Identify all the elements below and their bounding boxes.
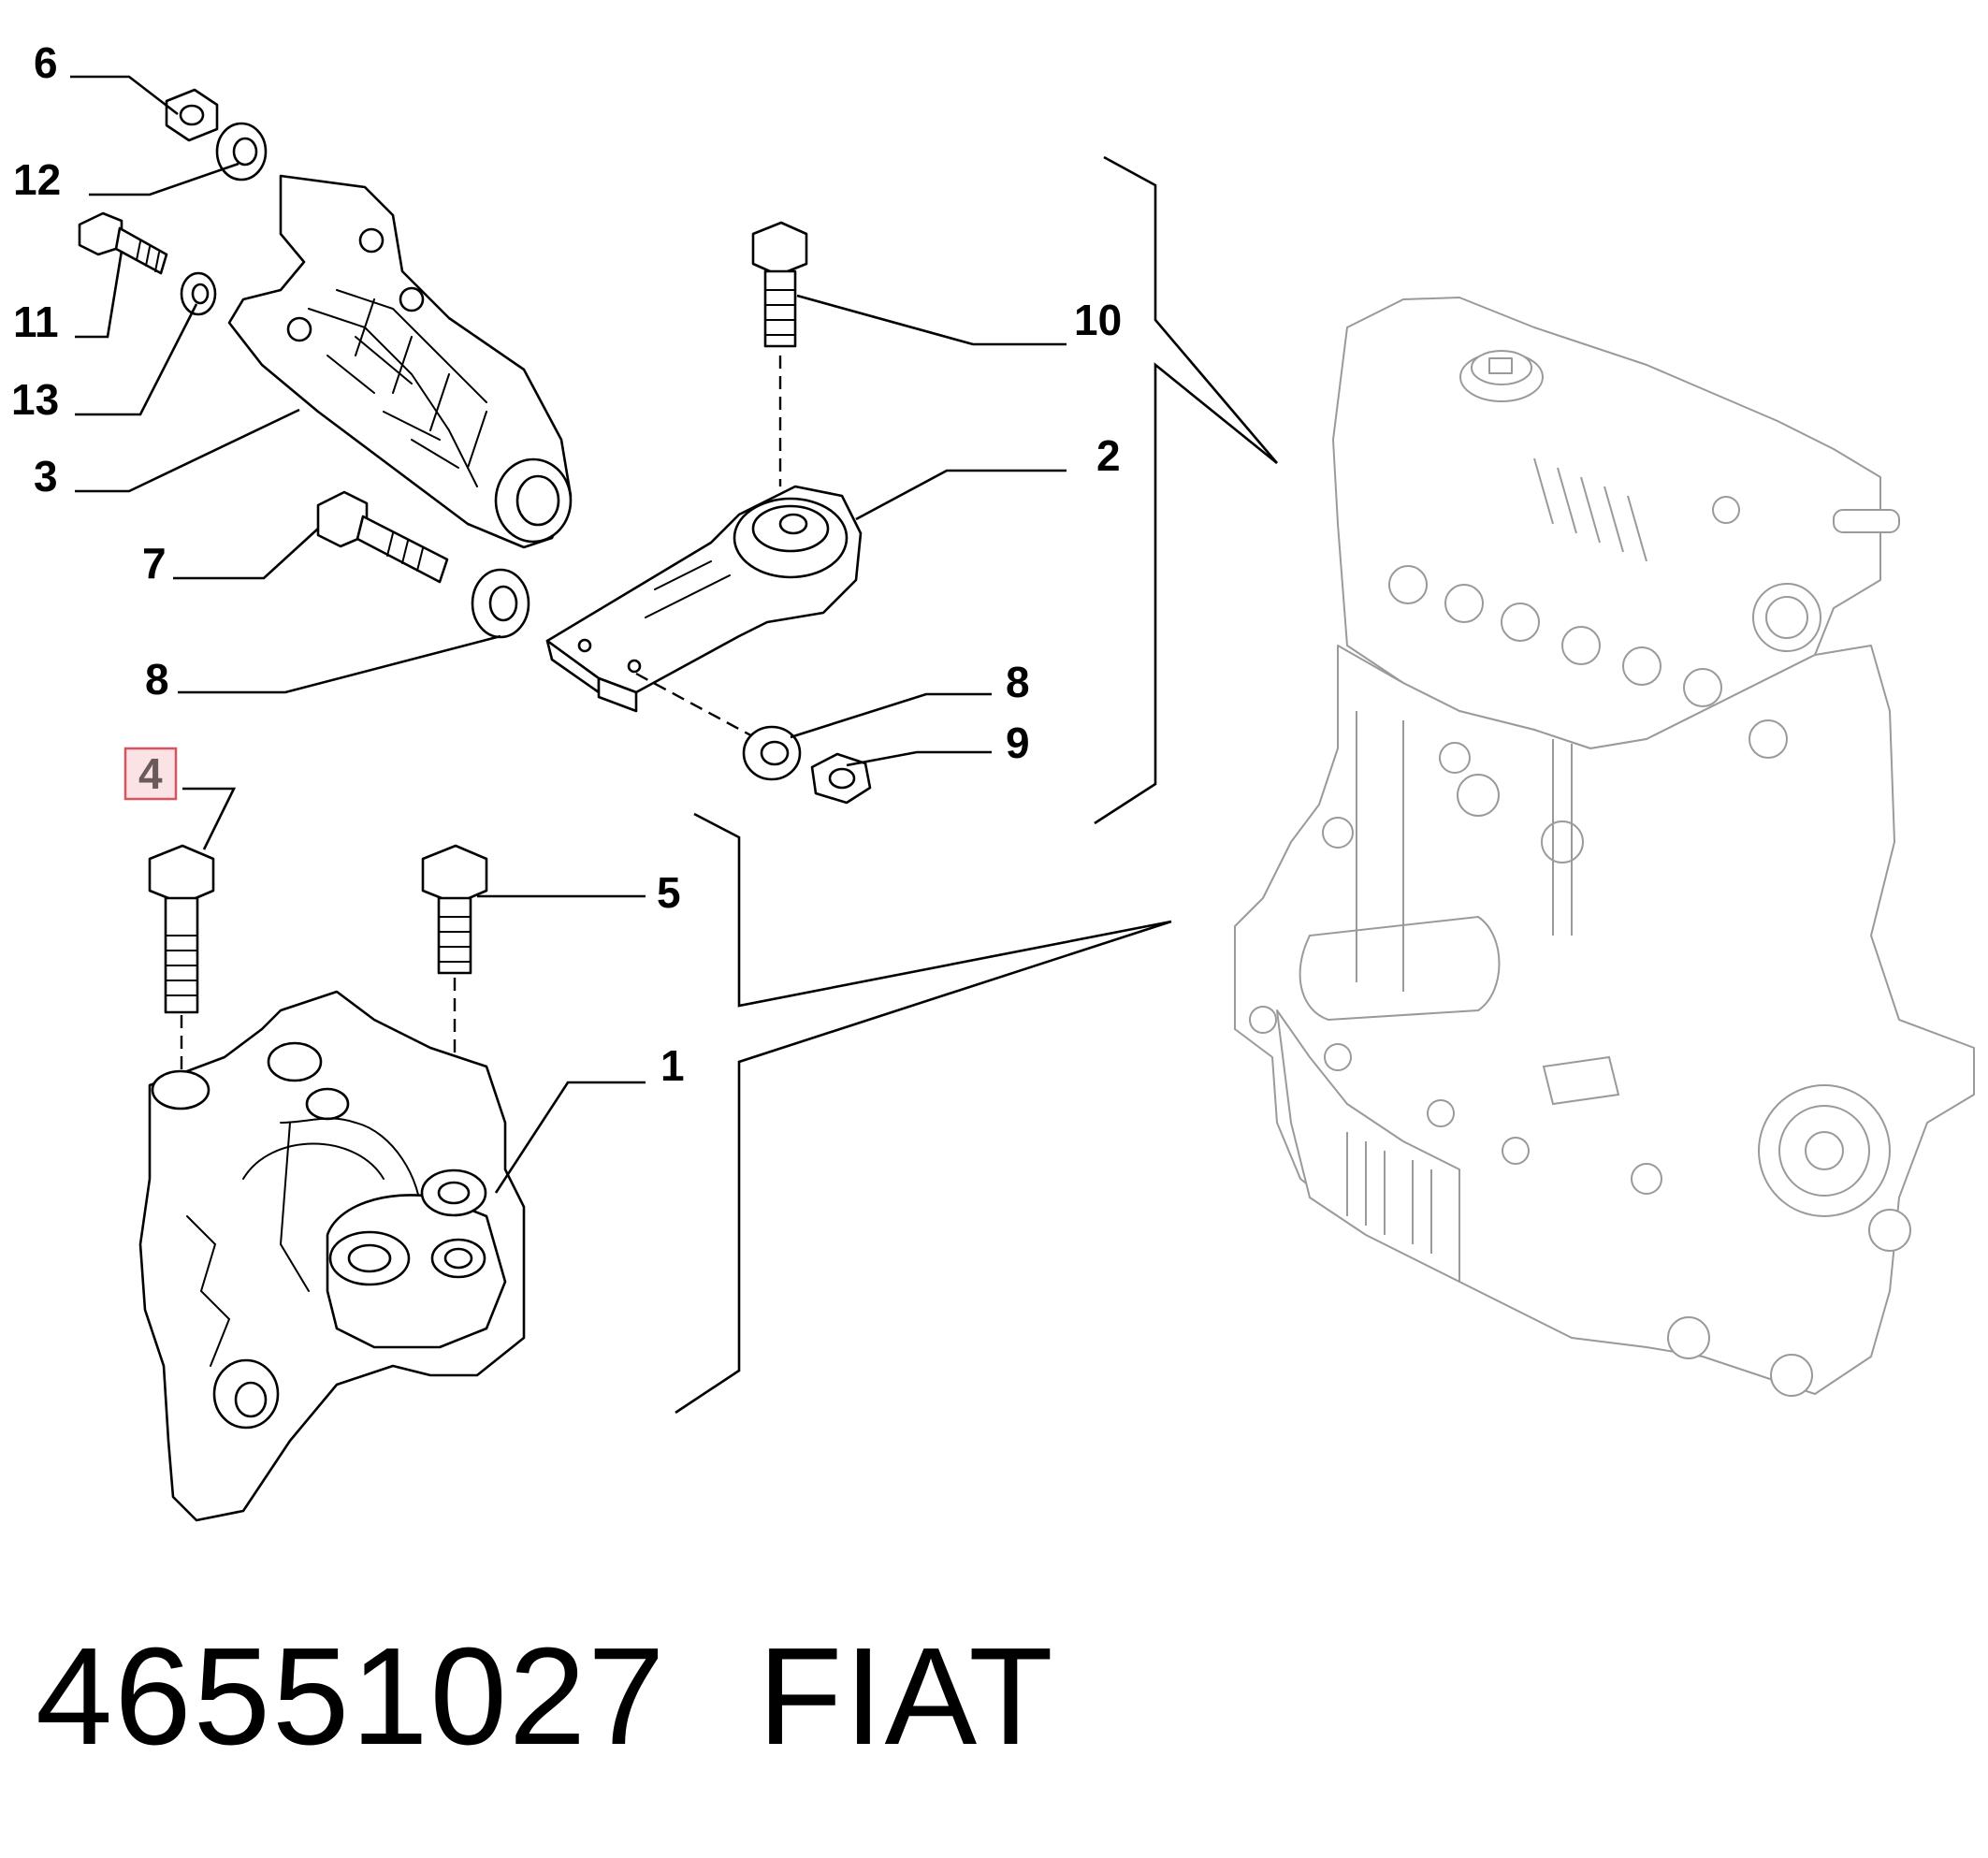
callout-8-lower: 8 — [1006, 658, 1030, 706]
callout-3: 3 — [34, 452, 58, 501]
part-6-nut — [165, 88, 219, 142]
callout-10: 10 — [1074, 296, 1122, 344]
callout-7: 7 — [142, 539, 167, 588]
part-7-bolt — [316, 490, 449, 584]
part-11-bolt — [78, 211, 168, 275]
part-2-torque-rod — [545, 485, 863, 713]
callout-6: 6 — [34, 38, 58, 87]
callout-12: 12 — [13, 155, 61, 204]
callout-1: 1 — [660, 1041, 685, 1090]
engine-block-illustration — [1234, 297, 1975, 1397]
callout-2: 2 — [1096, 431, 1121, 480]
part-3-engine-bracket — [227, 174, 573, 549]
assembly-axis-8-9 — [635, 672, 759, 741]
callout-13: 13 — [11, 375, 59, 424]
part-4-bolt — [148, 844, 215, 1014]
grouping-brackets — [675, 155, 1278, 1415]
part-5-bolt — [421, 844, 488, 975]
part-number: 46551027 — [36, 1619, 667, 1774]
part-13-washer — [180, 271, 217, 316]
part-12-washer — [215, 122, 268, 181]
part-1-engine-mount — [138, 990, 526, 1522]
part-9-nut — [810, 752, 872, 805]
callout-8-upper: 8 — [145, 655, 169, 704]
callout-11: 11 — [13, 298, 59, 346]
callout-labels: 6 12 11 13 3 7 8 10 2 8 9 4 5 1 — [11, 38, 1122, 1090]
part-8-washer-upper — [471, 568, 530, 639]
part-8-washer-lower — [742, 725, 802, 781]
leader-lines — [70, 75, 1067, 1194]
callout-4: 4 — [138, 749, 163, 798]
callout-4-highlighted: 4 — [123, 747, 178, 801]
brand-name: FIAT — [758, 1619, 1055, 1774]
callout-5: 5 — [657, 868, 681, 917]
callout-9: 9 — [1006, 719, 1030, 767]
part-10-bolt — [751, 221, 808, 348]
